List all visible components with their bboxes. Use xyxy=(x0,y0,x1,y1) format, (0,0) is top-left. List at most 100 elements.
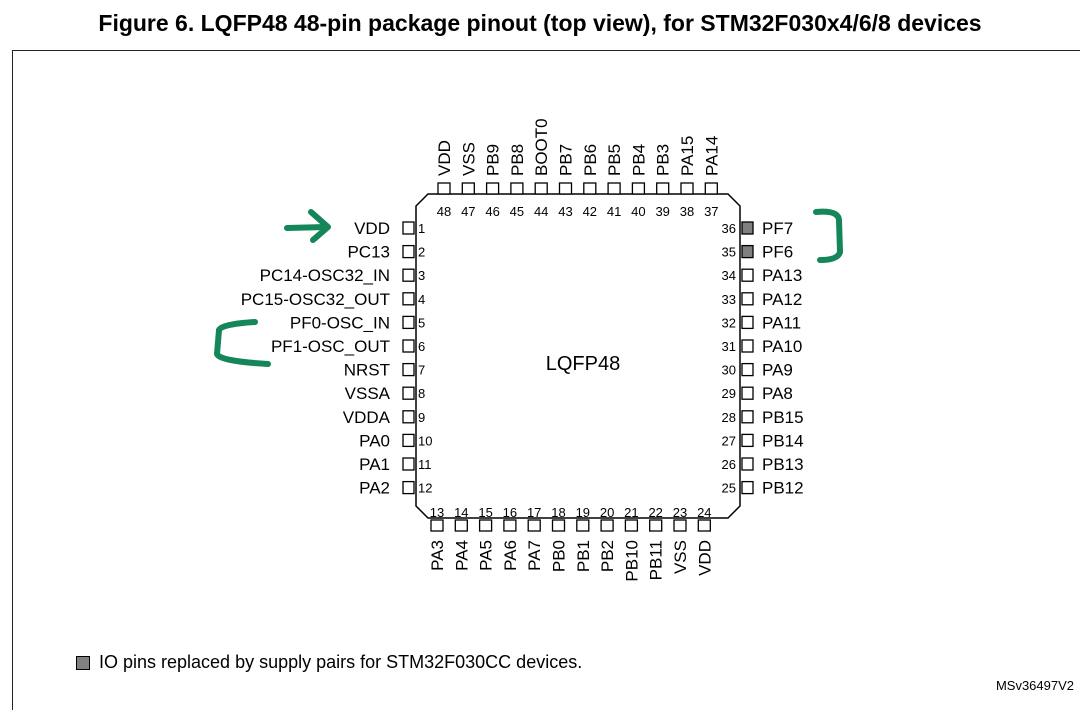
pin-number-7: 7 xyxy=(418,363,425,378)
legend-swatch xyxy=(76,655,90,670)
pin-name-29: PA8 xyxy=(762,384,793,403)
pin-square-26 xyxy=(741,457,754,471)
pin-number-23: 23 xyxy=(673,505,687,520)
pin-name-33: PA12 xyxy=(762,290,802,309)
pin-number-25: 25 xyxy=(722,481,736,496)
pin-square-20 xyxy=(600,519,614,532)
pin-square-31 xyxy=(741,339,754,353)
pin-square-42 xyxy=(583,182,597,195)
pin-name-22: PB11 xyxy=(647,540,666,580)
pin-name-13: PA3 xyxy=(428,540,447,571)
pin-name-24: VDD xyxy=(695,540,714,576)
legend-text: IO pins replaced by supply pairs for STM… xyxy=(99,652,583,672)
pin-square-35 xyxy=(741,244,754,259)
pin-square-48 xyxy=(437,182,451,195)
package-label: LQFP48 xyxy=(546,353,620,375)
pin-number-3: 3 xyxy=(418,268,425,283)
pin-number-24: 24 xyxy=(697,505,711,520)
pin-number-33: 33 xyxy=(722,292,736,307)
pin-square-4 xyxy=(402,292,415,306)
pin-name-8: VSSA xyxy=(345,384,391,403)
pin-name-14: PA4 xyxy=(452,540,471,571)
pin-name-40: PB4 xyxy=(629,144,648,176)
pin-name-46: PB9 xyxy=(484,144,503,176)
pin-number-11: 11 xyxy=(418,457,432,472)
pin-square-44 xyxy=(534,182,548,195)
pin-number-21: 21 xyxy=(624,505,638,520)
pin-name-35: PF6 xyxy=(762,243,793,262)
pin-square-37 xyxy=(704,182,718,195)
pin-square-10 xyxy=(402,433,415,448)
pin-number-34: 34 xyxy=(722,268,736,283)
pin-square-39 xyxy=(656,182,670,195)
pin-name-12: PA2 xyxy=(359,479,390,498)
pin-square-15 xyxy=(478,519,493,532)
pin-name-37: PA14 xyxy=(702,136,721,176)
pin-number-26: 26 xyxy=(722,457,736,472)
arrow-annotation xyxy=(284,209,331,243)
bracket-annotation-right xyxy=(813,208,843,263)
pin-name-39: PB3 xyxy=(654,144,673,176)
pin-name-44: BOOT0 xyxy=(532,118,551,176)
pin-square-29 xyxy=(741,386,754,400)
pin-square-32 xyxy=(741,315,754,330)
pin-square-21 xyxy=(624,519,639,532)
pin-number-19: 19 xyxy=(576,505,590,520)
pin-name-34: PA13 xyxy=(762,266,802,285)
pin-square-43 xyxy=(558,182,573,195)
pin-square-34 xyxy=(741,268,754,282)
pins-right: PF736PF635PA1334PA1233PA1132PA1031PA930P… xyxy=(722,219,804,498)
pin-name-17: PA7 xyxy=(525,540,544,571)
pin-square-12 xyxy=(402,480,415,495)
pin-number-17: 17 xyxy=(527,505,541,520)
pin-number-2: 2 xyxy=(418,245,425,260)
pin-number-39: 39 xyxy=(655,204,669,219)
pin-name-31: PA10 xyxy=(762,337,802,356)
pin-square-45 xyxy=(510,182,524,195)
pin-number-32: 32 xyxy=(722,315,736,330)
pin-number-29: 29 xyxy=(722,386,736,401)
pin-square-5 xyxy=(402,315,415,330)
pin-number-20: 20 xyxy=(600,505,614,520)
pin-number-6: 6 xyxy=(418,339,425,354)
pin-number-45: 45 xyxy=(510,204,524,219)
pin-number-22: 22 xyxy=(648,505,662,520)
pin-number-40: 40 xyxy=(631,204,645,219)
pin-square-16 xyxy=(503,519,517,532)
pin-name-10: PA0 xyxy=(359,431,390,450)
pin-square-18 xyxy=(551,519,566,532)
pin-number-15: 15 xyxy=(478,505,492,520)
reference-code: MSv36497V2 xyxy=(995,678,1074,693)
pin-square-33 xyxy=(741,292,754,306)
pin-square-25 xyxy=(741,480,754,495)
pin-square-3 xyxy=(402,268,415,282)
pin-number-9: 9 xyxy=(418,410,425,425)
pin-name-4: PC15-OSC32_OUT xyxy=(241,290,390,309)
pin-number-18: 18 xyxy=(551,505,565,520)
pin-number-12: 12 xyxy=(418,481,432,496)
pin-number-36: 36 xyxy=(722,221,736,236)
pin-number-28: 28 xyxy=(722,410,736,425)
pin-number-48: 48 xyxy=(437,204,451,219)
pin-square-36 xyxy=(741,221,754,235)
pin-name-20: PB2 xyxy=(598,540,617,572)
pin-number-30: 30 xyxy=(722,363,736,378)
pin-name-38: PA15 xyxy=(678,136,697,176)
pin-name-26: PB13 xyxy=(762,455,804,474)
figure-frame xyxy=(12,50,1080,710)
pin-number-1: 1 xyxy=(418,221,425,236)
pin-name-27: PB14 xyxy=(762,431,804,450)
bracket-annotation-left xyxy=(214,319,271,367)
pin-square-24 xyxy=(697,519,711,532)
pin-name-16: PA6 xyxy=(501,540,520,571)
pin-name-11: PA1 xyxy=(359,455,390,474)
pin-square-46 xyxy=(485,182,500,195)
pin-square-2 xyxy=(402,244,415,259)
pin-name-7: NRST xyxy=(344,361,390,380)
pin-name-25: PB12 xyxy=(762,479,804,498)
pin-square-14 xyxy=(454,519,468,532)
pin-name-2: PC13 xyxy=(347,243,390,262)
pin-square-28 xyxy=(741,410,754,424)
pin-name-9: VDDA xyxy=(343,408,391,427)
